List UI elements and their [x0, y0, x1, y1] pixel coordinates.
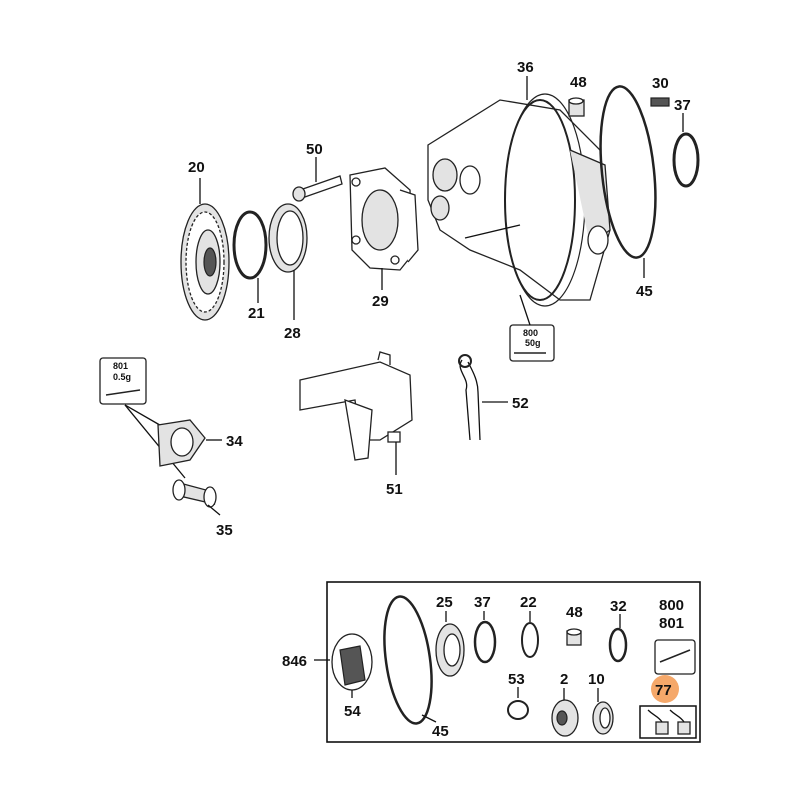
- grease-tag-800[interactable]: 800 50g: [509, 324, 555, 362]
- housing-part-29[interactable]: [349, 167, 419, 271]
- callout-35: 35: [216, 522, 233, 539]
- callout-34: 34: [226, 433, 243, 450]
- callout-21: 21: [248, 305, 265, 322]
- fork-part-51[interactable]: [299, 351, 413, 461]
- callout-20: 20: [188, 159, 205, 176]
- key-part-30[interactable]: [650, 97, 670, 107]
- kit-part-54[interactable]: [331, 633, 373, 691]
- collar-part-34[interactable]: [157, 419, 206, 467]
- kit-callout-2: 2: [560, 671, 568, 688]
- svg-text:50g: 50g: [525, 338, 541, 348]
- callout-48: 48: [570, 74, 587, 91]
- callout-52: 52: [512, 395, 529, 412]
- kit-callout-32: 32: [610, 598, 627, 615]
- gear-part-20[interactable]: [180, 203, 230, 321]
- callout-30: 30: [652, 75, 669, 92]
- o-ring-part-21[interactable]: [232, 210, 268, 280]
- callout-50: 50: [306, 141, 323, 158]
- screw-part-50[interactable]: [292, 175, 343, 202]
- kit-callout-45: 45: [432, 723, 449, 740]
- kit-bearing-10[interactable]: [592, 701, 614, 735]
- kit-callout-10: 10: [588, 671, 605, 688]
- service-kit-box: 846 54 45 25 37 22 48 32 800: [282, 581, 701, 743]
- highlight-marker-77: [651, 675, 679, 703]
- callout-28: 28: [284, 325, 301, 342]
- callout-51: 51: [386, 481, 403, 498]
- callout-37: 37: [674, 97, 691, 114]
- callout-45: 45: [636, 283, 653, 300]
- svg-text:801: 801: [113, 361, 128, 371]
- callout-36: 36: [517, 59, 534, 76]
- kit-callout-25: 25: [436, 594, 453, 611]
- gasket-part-45[interactable]: [593, 84, 663, 260]
- kit-callout-800: 800: [659, 597, 684, 614]
- bush-part-35[interactable]: [172, 479, 217, 508]
- kit-callout-22: 22: [520, 594, 537, 611]
- kit-carbon-brushes-77[interactable]: [639, 705, 697, 739]
- kit-callout-48: 48: [566, 604, 583, 621]
- ring-part-28[interactable]: [268, 203, 308, 273]
- kit-callout-54: 54: [344, 703, 361, 720]
- kit-o-ring-37[interactable]: [473, 620, 497, 664]
- svg-text:0.5g: 0.5g: [113, 372, 131, 382]
- svg-text:800: 800: [523, 328, 538, 338]
- kit-callout-846: 846: [282, 653, 307, 670]
- grease-tag-801[interactable]: 801 0.5g: [99, 357, 147, 405]
- sleeve-part-48[interactable]: [568, 97, 585, 117]
- kit-callout-801: 801: [659, 615, 684, 632]
- clip-part-52[interactable]: [458, 354, 481, 441]
- kit-callout-37: 37: [474, 594, 491, 611]
- kit-sleeve-48[interactable]: [566, 628, 582, 646]
- kit-seal-25[interactable]: [435, 623, 465, 677]
- kit-gasket-45[interactable]: [377, 594, 438, 727]
- kit-ring-22[interactable]: [521, 622, 539, 658]
- kit-bearing-2[interactable]: [551, 699, 579, 737]
- o-ring-part-37[interactable]: [672, 132, 700, 188]
- kit-callout-53: 53: [508, 671, 525, 688]
- kit-callout-77[interactable]: 77: [655, 682, 672, 699]
- kit-ring-53[interactable]: [507, 700, 529, 720]
- kit-grease-tag[interactable]: [654, 639, 696, 675]
- callout-29: 29: [372, 293, 389, 310]
- gear-case-part-36[interactable]: [427, 93, 611, 307]
- kit-ring-32[interactable]: [608, 627, 628, 663]
